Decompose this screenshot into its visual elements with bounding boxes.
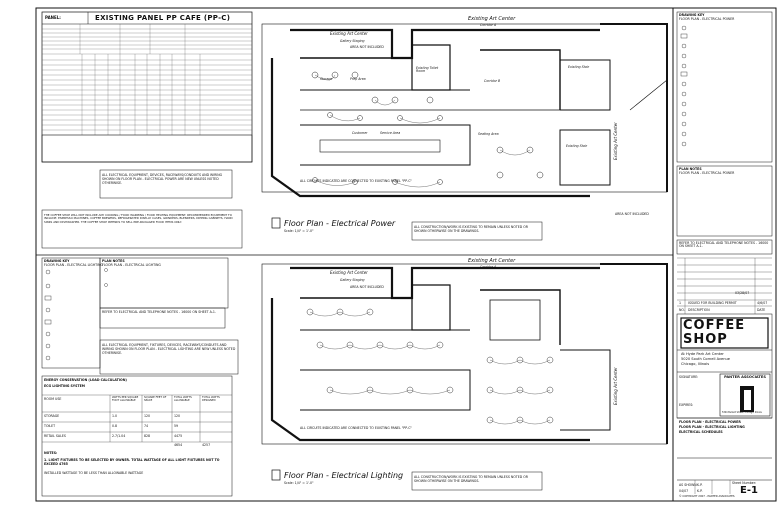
- panel-label: PANEL:: [45, 15, 61, 20]
- energy-r3-b: 828: [144, 434, 151, 438]
- address-3: Chicago, Illinois: [681, 362, 710, 366]
- power-plan-notes-sub: FLOOR PLAN - ELECTRICAL POWER: [679, 171, 735, 175]
- right-refer-note: REFER TO ELECTRICAL AND TELEPHONE NOTES …: [679, 241, 769, 249]
- toilet-label: Existing Toilet Room: [416, 66, 439, 74]
- firm-address: 5304 Bullard Street, Chicago, Illinois: [722, 411, 762, 414]
- energy-r2-a: 0.8: [112, 424, 118, 428]
- firm-name: PANTER ASSOCIATES: [724, 375, 766, 379]
- customer-label: Customer: [352, 131, 368, 135]
- sheet-title-3: ELECTRICAL SCHEDULES: [679, 430, 723, 434]
- address-2: 5020 South Cornell Avenue: [681, 357, 730, 361]
- issue-row-desc: ISSUED FOR BUILDING PERMIT: [688, 301, 737, 305]
- prep-area-label: Prep Area: [350, 77, 366, 81]
- bottom-building-label: Existing Art Center: [330, 270, 368, 275]
- energy-r1-room: STORAGE: [44, 414, 60, 418]
- power-plan-notes: PLAN NOTES: [679, 167, 702, 171]
- issue-no-1: 1: [679, 301, 682, 305]
- lighting-key-subtitle: FLOOR PLAN - ELECTRICAL LIGHTING: [44, 263, 103, 267]
- bottom-building-label-2: Existing Art Center: [468, 258, 516, 264]
- service-area-label: Service Area: [380, 131, 401, 135]
- seating-area-label: Seating Area: [478, 132, 499, 136]
- bottom-plan-scale: Scale: 1/4" = 1'-0": [284, 481, 314, 485]
- top-side-building: Existing Art Center: [613, 122, 618, 160]
- top-gallery-label: Gallery Staging: [340, 39, 365, 43]
- energy-h-a: WATTS PER SQUARE FOOT ALLOWABLE: [112, 396, 139, 402]
- power-key-subtitle: FLOOR PLAN - ELECTRICAL POWER: [679, 17, 735, 21]
- top-building-label-2: Existing Art Center: [468, 16, 516, 22]
- top-corridor-label: Corridor A: [480, 23, 497, 27]
- lighting-plan-notes-sub: FLOOR PLAN - ELECTRICAL LIGHTING: [102, 263, 161, 267]
- sheet-title-2: FLOOR PLAN - ELECTRICAL LIGHTING: [679, 425, 745, 429]
- energy-r2-b: 74: [144, 424, 149, 428]
- energy-h-room: ROOM USE: [44, 397, 62, 401]
- energy-r2-c: 59: [174, 424, 179, 428]
- copyright: © COPYRIGHT 2007 - PANTER ASSOCIATES: [679, 495, 735, 498]
- signature-label: SIGNATURE:: [679, 375, 699, 379]
- energy-notes-label: NOTES:: [44, 451, 58, 455]
- top-area-not-included-2: AREA NOT INCLUDED: [615, 212, 649, 216]
- lighting-notice: ALL ELECTRICAL EQUIPMENT, FIXTURES, DEVI…: [102, 343, 236, 355]
- energy-total-d: 4257: [202, 443, 211, 447]
- storage-label: Storage: [320, 77, 333, 81]
- lighting-plan-notes: PLAN NOTES: [102, 259, 125, 263]
- checked-by: K.P.: [697, 489, 703, 493]
- date-value: 04/07: [679, 489, 689, 493]
- bottom-plan-caption: Floor Plan - Electrical Lighting: [284, 471, 404, 480]
- coffee-shop-note: THE COFFEE SHOP WILL NOT INCLUDE ANY COO…: [44, 213, 233, 224]
- logo-line-1: COFFEE: [683, 318, 746, 333]
- energy-r1-b: 120: [144, 414, 151, 418]
- energy-subtitle: ECG LIGHTING SYSTEM: [44, 384, 85, 388]
- panel-title: EXISTING PANEL PP CAFE (PP-C): [95, 14, 231, 22]
- corridor-b-label: Corridor B: [484, 79, 501, 83]
- sheet-number: E-1: [740, 485, 758, 496]
- lighting-key-title: DRAWING KEY: [44, 259, 70, 263]
- energy-r2-room: TOILET: [44, 424, 56, 428]
- energy-r1-a: 1.0: [112, 414, 118, 418]
- stair-label-2: Existing Stair: [566, 144, 588, 148]
- bottom-corridor-label: Corridor A: [480, 265, 497, 269]
- energy-r3-c: 4475: [174, 434, 183, 438]
- logo-line-2: SHOP: [683, 332, 728, 347]
- energy-r3-room: RETAIL SALES: [44, 434, 66, 438]
- issue-date-label: DATE: [757, 308, 766, 312]
- top-construction-note: ALL CONSTRUCTION/WORK IS EXISTING TO REM…: [414, 225, 528, 233]
- bottom-circuit-note: ALL CIRCUITS INDICATED ARE CONNECTED TO …: [300, 426, 412, 430]
- energy-total-c: 4654: [174, 443, 183, 447]
- energy-h-b: SQUARE FEET OF SPACE: [144, 396, 167, 402]
- revision-date: 03/28/07: [735, 291, 750, 295]
- top-plan-caption: Floor Plan - Electrical Power: [284, 219, 396, 228]
- top-building-label: Existing Art Center: [330, 31, 368, 36]
- top-area-not-included: AREA NOT INCLUDED: [350, 45, 384, 49]
- stair-label: Existing Stair: [568, 65, 590, 69]
- energy-note-1: 1. LIGHT FIXTURES TO BE SELECTED BY OWNE…: [44, 458, 220, 467]
- energy-h-c: TOTAL WATTS ALLOWABLE: [174, 396, 192, 402]
- power-notice: ALL ELECTRICAL EQUIPMENT, DEVICES, RACEW…: [102, 173, 223, 185]
- sheet-title-1: FLOOR PLAN - ELECTRICAL POWER: [679, 420, 741, 424]
- energy-h-d: TOTAL WATTS DESIGNED: [202, 396, 220, 402]
- scale-value: AS SHOWN: [679, 483, 697, 487]
- power-key-title: DRAWING KEY: [679, 13, 705, 17]
- drawn-by: K.P.: [697, 483, 703, 487]
- issue-row-date: 4/6/07: [757, 301, 768, 305]
- top-plan-scale: Scale: 1/4" = 1'-0": [284, 229, 314, 233]
- energy-note-2: INSTALLED WATTAGE TO BE LESS THAN ALLOWA…: [44, 471, 144, 475]
- sheet-number-label: Sheet Number:: [732, 481, 757, 485]
- expires-label: EXPIRES:: [679, 403, 694, 407]
- bottom-construction-note: ALL CONSTRUCTION/WORK IS EXISTING TO REM…: [414, 475, 528, 483]
- bottom-area-not-included: AREA NOT INCLUDED: [350, 285, 384, 289]
- energy-r1-c: 120: [174, 414, 181, 418]
- energy-title: ENERGY CONSERVATION (LOAD CALCULATION): [44, 378, 127, 382]
- energy-r3-a: 2.7/1.04: [112, 434, 126, 438]
- bottom-gallery-label: Gallery Staging: [340, 278, 365, 282]
- top-circuit-note: ALL CIRCUITS INDICATED ARE CONNECTED TO …: [300, 179, 412, 183]
- issue-no-label: NO.: [679, 308, 685, 312]
- issue-desc-label: DESCRIPTION: [688, 308, 710, 312]
- bottom-side-building: Existing Art Center: [613, 367, 618, 405]
- address-1: At Hyde Park Art Center: [681, 352, 724, 356]
- bottom-refer-note: REFER TO ELECTRICAL AND TELEPHONE NOTES …: [102, 310, 216, 314]
